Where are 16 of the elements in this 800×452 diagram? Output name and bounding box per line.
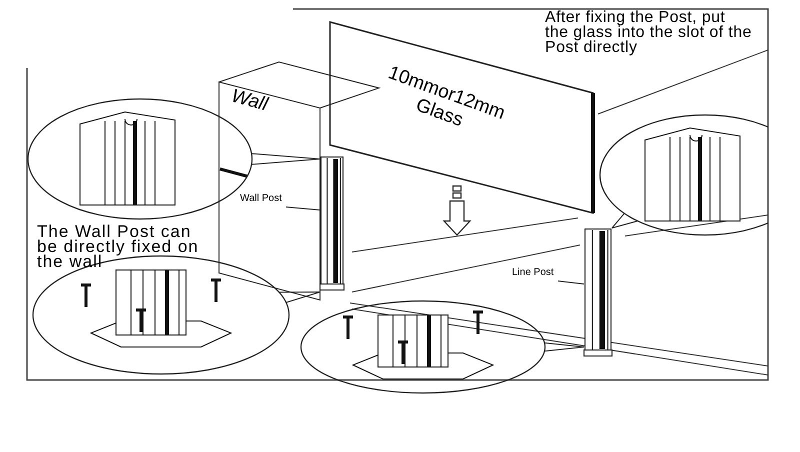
callout-tail — [251, 153, 320, 165]
instruction-note: The Wall Post can be directly fixed on the wall — [37, 224, 200, 269]
instruction-note: After fixing the Post, put the glass into the slot of the Post directly — [545, 10, 753, 55]
part-label: Line Post — [512, 267, 555, 279]
leader-line — [558, 280, 584, 284]
callout-tail — [612, 212, 638, 228]
part-label: Wall Post — [240, 193, 283, 205]
detail-callout-drawing — [598, 114, 768, 236]
callout-tail — [544, 342, 584, 352]
detail-callout-drawing — [300, 300, 546, 394]
wall-label: Wall — [228, 86, 270, 116]
post-drawing — [584, 228, 612, 358]
detail-callout-drawing — [32, 255, 290, 375]
leader-line — [286, 206, 320, 210]
post-drawing — [320, 156, 344, 292]
callout-tail — [278, 292, 320, 303]
